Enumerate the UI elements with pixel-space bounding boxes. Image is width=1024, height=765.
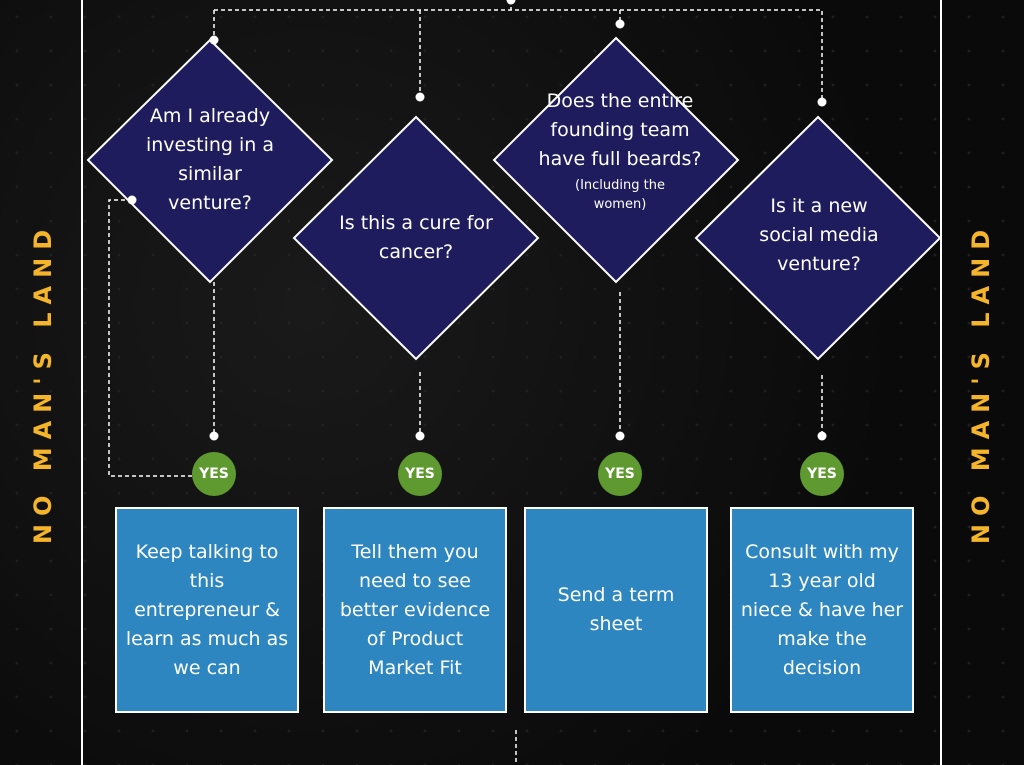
connector-dot-q1-top — [209, 35, 219, 45]
yes-badge-1: YES — [192, 452, 236, 496]
question-diamond-3 — [492, 36, 740, 284]
connector-dot-q4-top — [817, 97, 827, 107]
yes-badge-2: YES — [398, 452, 442, 496]
top-connector-line — [214, 9, 823, 102]
question-3-subtext: (Including the women) — [575, 177, 665, 212]
outcome-box-1: Keep talking to this entrepreneur & lear… — [115, 507, 299, 713]
outcome-1-text: Keep talking to this entrepreneur & lear… — [125, 540, 289, 679]
connector-dot-yes-4 — [817, 431, 827, 441]
yes-badge-4: YES — [800, 452, 844, 496]
question-3: Does the entire founding team have full … — [522, 70, 718, 230]
connector-dot-yes-2 — [415, 431, 425, 441]
question-diamond-1 — [86, 38, 334, 284]
connector-dot-q2-top — [415, 92, 425, 102]
left-border-line — [81, 0, 83, 765]
outcome-box-3: Send a term sheet — [524, 507, 708, 713]
connector-dot-yes-3 — [615, 431, 625, 441]
right-border-line — [940, 0, 942, 765]
question-1-text: Am I already investing in a similar vent… — [145, 105, 275, 214]
connector-dot-q3-top — [615, 19, 625, 29]
yes-badge-3: YES — [598, 452, 642, 496]
question-diamond-4 — [694, 115, 942, 361]
question-4: Is it a new social media venture? — [745, 180, 893, 290]
connector-dot-yes-1 — [209, 431, 219, 441]
outcome-3-text: Send a term sheet — [557, 584, 675, 635]
outcome-2-text: Tell them you need to see better evidenc… — [339, 540, 491, 679]
question-2-text: Is this a cure for cancer? — [339, 212, 493, 263]
question-3-text: Does the entire founding team have full … — [538, 89, 702, 170]
loop-connector — [108, 199, 192, 477]
outcome-box-2: Tell them you need to see better evidenc… — [323, 507, 507, 713]
question-diamond-2 — [292, 115, 540, 361]
connector-dot-loop — [127, 195, 137, 205]
question-4-text: Is it a new social media venture? — [759, 194, 879, 275]
outcome-4-text: Consult with my 13 year old niece & have… — [740, 540, 904, 679]
question-2: Is this a cure for cancer? — [338, 188, 494, 288]
outcome-box-4: Consult with my 13 year old niece & have… — [730, 507, 914, 713]
question-1: Am I already investing in a similar vent… — [135, 100, 285, 220]
connector-dot-top — [506, 0, 516, 5]
